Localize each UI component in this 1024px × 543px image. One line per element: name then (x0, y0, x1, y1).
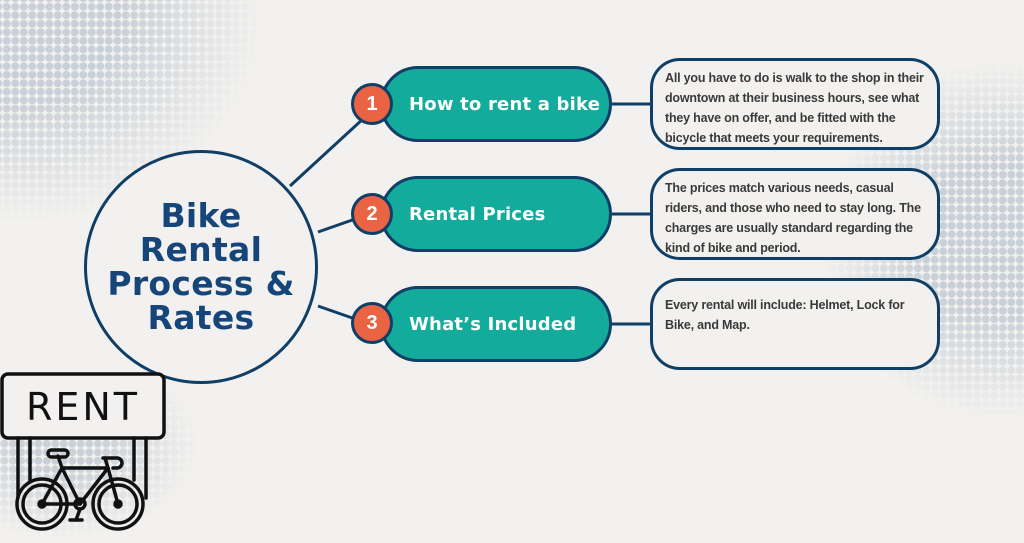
step-1-number-badge: 1 (351, 83, 393, 125)
rent-sign-text: RENT (26, 385, 140, 429)
step-1-description: All you have to do is walk to the shop i… (650, 58, 940, 150)
step-3-label: What’s Included (409, 313, 577, 335)
central-topic-circle: Bike Rental Process & Rates (84, 150, 318, 384)
bicycle-icon: RENT (0, 372, 166, 531)
page-title: Bike Rental Process & Rates (107, 196, 295, 337)
step-2-description: The prices match various needs, casual r… (650, 168, 940, 260)
step-2-pill: Rental Prices (380, 176, 612, 252)
step-1-pill: How to rent a bike (380, 66, 612, 142)
step-3-description: Every rental will include: Helmet, Lock … (650, 278, 940, 370)
step-3-pill: What’s Included (380, 286, 612, 362)
rent-sign: RENT (0, 370, 170, 543)
step-3-number-badge: 3 (351, 302, 393, 344)
step-2-label: Rental Prices (409, 203, 546, 225)
step-2-number-badge: 2 (351, 193, 393, 235)
step-1-label: How to rent a bike (409, 93, 601, 115)
